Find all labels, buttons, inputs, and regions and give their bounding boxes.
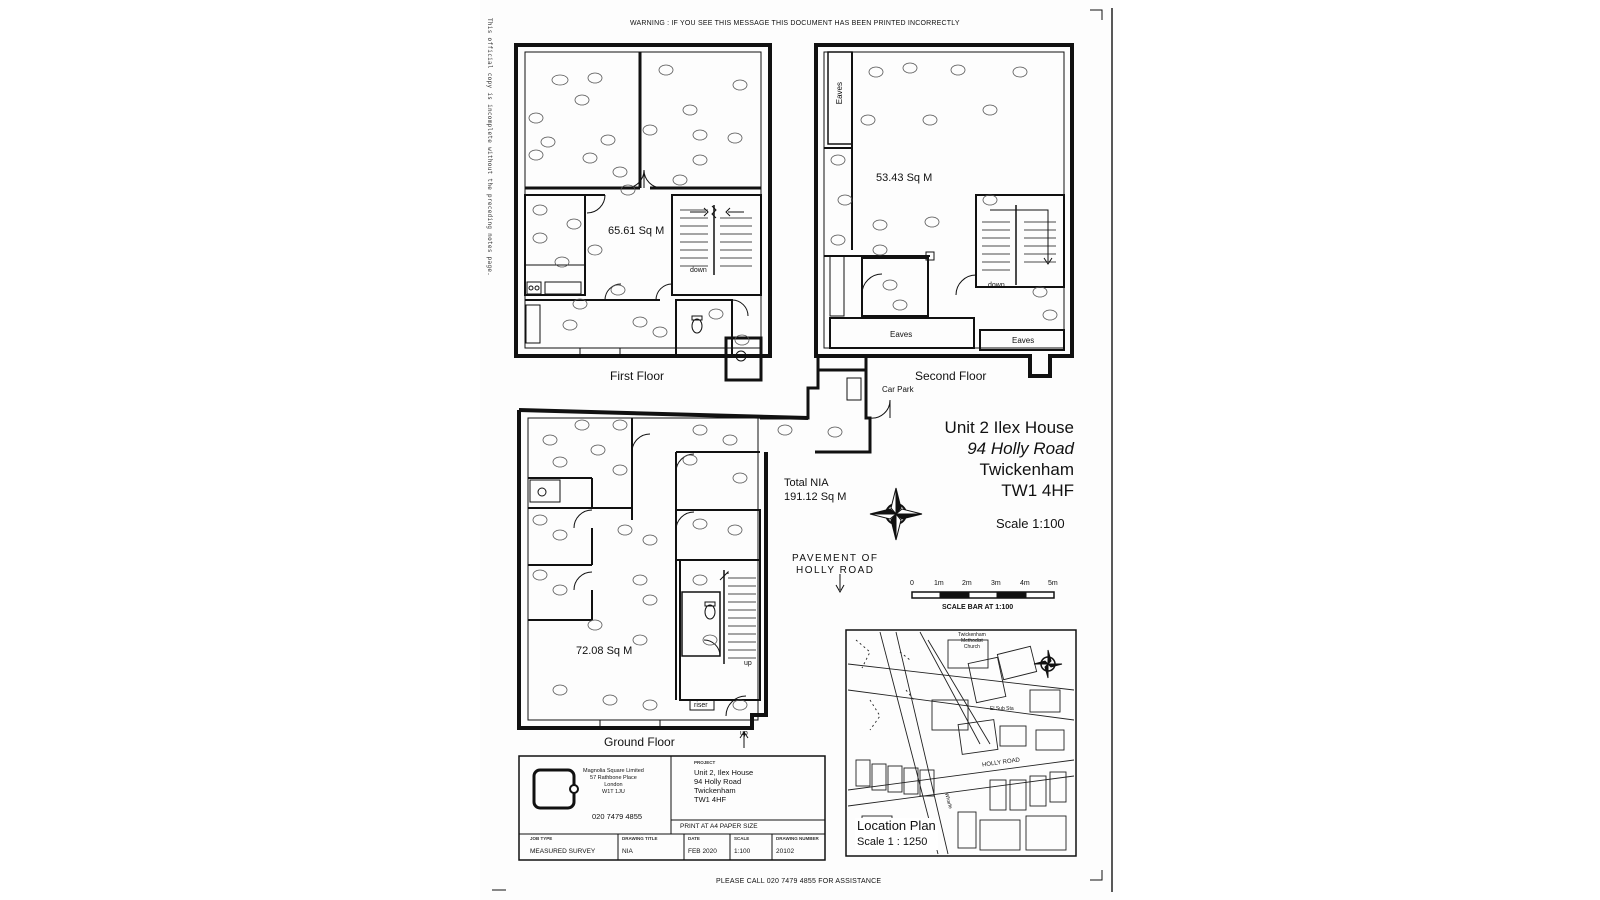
corridor bbox=[760, 356, 891, 454]
drawing-number-heading: DRAWING NUMBER bbox=[776, 836, 819, 841]
date-heading: DATE bbox=[688, 836, 700, 841]
car-park-label: Car Park bbox=[882, 385, 914, 394]
company-name: Magnolia Square Limited bbox=[583, 768, 644, 774]
second-floor-plan bbox=[814, 43, 1074, 378]
pavement-label: PAVEMENT OF HOLLY ROAD bbox=[792, 553, 879, 577]
drawing-number-value: 20102 bbox=[776, 848, 795, 855]
first-floor-area: 65.61 Sq M bbox=[608, 225, 665, 237]
church-label-line: Church bbox=[963, 644, 980, 650]
job-type-value: MEASURED SURVEY bbox=[530, 848, 596, 855]
eaves-label-1: Eaves bbox=[835, 82, 844, 105]
location-plan-scale: Scale 1 : 1250 bbox=[855, 834, 938, 850]
ground-floor-stair-up: up bbox=[744, 660, 752, 667]
crop-mark bbox=[1090, 870, 1103, 881]
official-copy-note: This official copy is incomplete without… bbox=[486, 18, 493, 277]
company-details: Magnolia Square Limited 57 Rathbone Plac… bbox=[583, 768, 644, 796]
company-postcode: W1T 1JU bbox=[602, 789, 625, 795]
date-value: FEB 2020 bbox=[688, 848, 717, 855]
print-warning: WARNING : IF YOU SEE THIS MESSAGE THIS D… bbox=[630, 20, 960, 27]
scale-tick: 2m bbox=[962, 580, 972, 587]
church-label-line: Methodist bbox=[961, 638, 983, 644]
company-address-1: 57 Rathbone Place bbox=[590, 775, 637, 781]
location-plan-title: Location Plan bbox=[855, 818, 938, 834]
property-address: Unit 2 Ilex House 94 Holly Road Twickenh… bbox=[945, 417, 1074, 501]
project-line-4: TW1 4HF bbox=[694, 795, 727, 804]
company-phone: 020 7479 4855 bbox=[592, 812, 643, 821]
riser-label: riser bbox=[694, 702, 708, 709]
scale-tick: 0 bbox=[910, 580, 914, 587]
drawing-title-heading: DRAWING TITLE bbox=[622, 836, 658, 841]
second-floor-stair-label: down bbox=[988, 282, 1005, 289]
scale-tick: 3m bbox=[991, 580, 1001, 587]
scale-tick: 1m bbox=[934, 580, 944, 587]
project-line-2: 94 Holly Road bbox=[694, 777, 742, 786]
second-floor-area: 53.43 Sq M bbox=[876, 172, 933, 184]
substation-label: El Sub Sta bbox=[990, 706, 1014, 712]
church-label: Twickenham Methodist Church bbox=[958, 632, 986, 650]
ground-floor-outer-wall bbox=[517, 410, 768, 730]
pavement-line-1: PAVEMENT OF bbox=[792, 553, 879, 564]
second-floor-label: Second Floor bbox=[915, 369, 987, 383]
address-line-1: Unit 2 Ilex House bbox=[944, 418, 1074, 437]
print-size-note: PRINT AT A4 PAPER SIZE bbox=[680, 823, 758, 830]
drawing-scale: Scale 1:100 bbox=[996, 516, 1065, 531]
ground-floor-area: 72.08 Sq M bbox=[576, 645, 633, 657]
scale-heading: SCALE bbox=[734, 836, 750, 841]
scale-tick: 4m bbox=[1020, 580, 1030, 587]
church-label-line: Twickenham bbox=[958, 632, 986, 638]
survey-annotations bbox=[528, 62, 1058, 711]
location-plan-map bbox=[845, 629, 1077, 857]
scale-value: 1:100 bbox=[734, 848, 751, 855]
address-line-2: 94 Holly Road bbox=[967, 439, 1074, 458]
job-type-heading: JOB TYPE bbox=[530, 836, 553, 841]
assistance-footer: PLEASE CALL 020 7479 4855 FOR ASSISTANCE bbox=[716, 878, 882, 885]
crop-mark bbox=[1090, 9, 1103, 20]
scale-bar bbox=[911, 591, 1055, 599]
address-line-3: Twickenham bbox=[979, 460, 1074, 479]
ground-floor-label: Ground Floor bbox=[604, 735, 675, 749]
project-details: Unit 2, Ilex House 94 Holly Road Twicken… bbox=[694, 768, 753, 804]
project-line-1: Unit 2, Ilex House bbox=[694, 768, 754, 777]
address-line-4: TW1 4HF bbox=[1001, 481, 1074, 500]
pavement-arrow bbox=[835, 574, 845, 594]
ground-floor-plan bbox=[517, 408, 809, 748]
pavement-line-2: HOLLY ROAD bbox=[795, 565, 875, 576]
project-line-3: Twickenham bbox=[694, 786, 736, 795]
total-nia-label: Total NIA bbox=[784, 477, 829, 489]
document-sheet bbox=[480, 0, 1120, 900]
location-plan-caption: Location Plan Scale 1 : 1250 bbox=[855, 818, 938, 850]
drawing-title-value: NIA bbox=[622, 848, 633, 855]
project-heading: PROJECT bbox=[694, 760, 716, 765]
total-nia-value: 191.12 Sq M bbox=[784, 491, 847, 503]
eaves-label-2: Eaves bbox=[890, 330, 913, 339]
title-block bbox=[518, 755, 826, 861]
scale-tick: 5m bbox=[1048, 580, 1058, 587]
first-floor-stair-label: down bbox=[690, 267, 707, 274]
second-floor-outer-wall bbox=[814, 43, 1074, 378]
first-floor-label: First Floor bbox=[610, 369, 664, 383]
company-logo bbox=[532, 768, 576, 810]
eaves-label-3: Eaves bbox=[1012, 336, 1035, 345]
entry-up-label: up bbox=[740, 730, 748, 737]
first-floor-plan bbox=[514, 43, 772, 382]
north-arrow bbox=[869, 487, 923, 541]
scale-bar-caption: SCALE BAR AT 1:100 bbox=[942, 604, 1014, 611]
company-address-2: London bbox=[604, 782, 623, 788]
first-floor-outer-wall bbox=[514, 43, 772, 358]
